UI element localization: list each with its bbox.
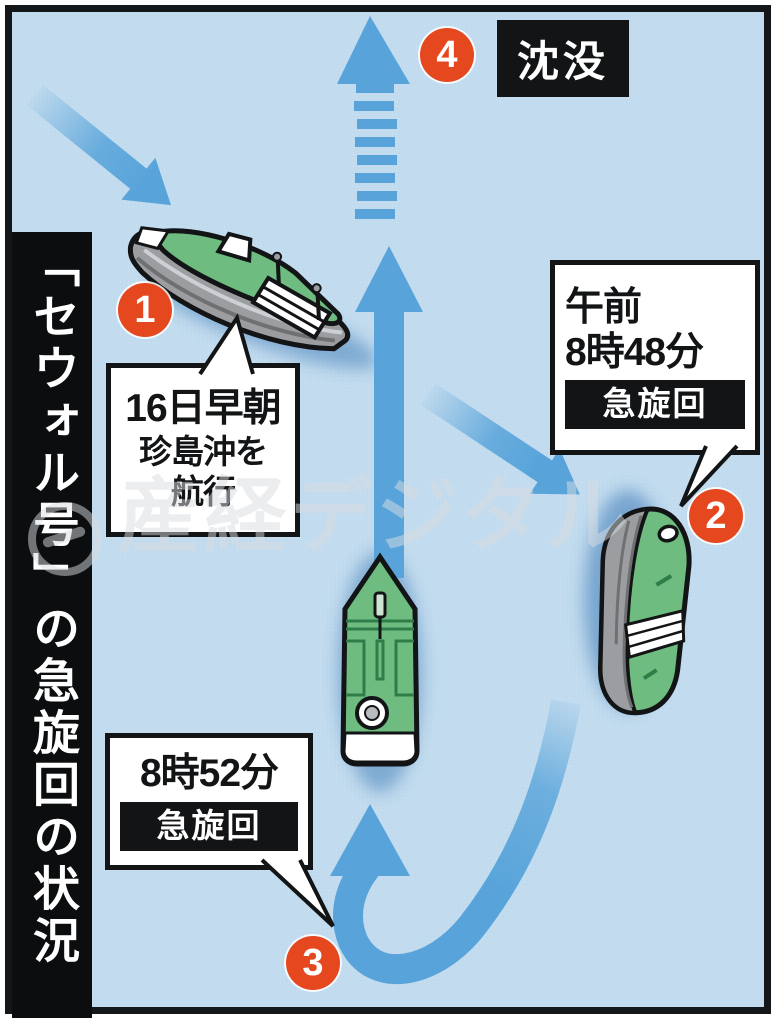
step1-line3: 航行 <box>171 473 236 511</box>
step2-line1: 午前 <box>565 285 642 329</box>
step1-line1: 16日早朝 <box>125 387 281 431</box>
callout-step1: 16日早朝 珍島沖を 航行 <box>106 363 300 537</box>
step-marker-4: 4 <box>420 28 474 82</box>
step3-line1: 8時52分 <box>139 752 279 796</box>
sharp-turn-badge-step3: 急旋回 <box>120 801 298 851</box>
step-marker-2: 2 <box>689 489 743 543</box>
figure-title: 「セウォル号」の急旋回の状況 <box>26 240 79 968</box>
step1-line2: 珍島沖を <box>139 433 268 471</box>
callout-step3: 8時52分 急旋回 <box>105 733 313 870</box>
sinking-label: 沈没 <box>497 20 630 97</box>
step-marker-1: 1 <box>118 283 172 337</box>
sharp-turn-badge-step2: 急旋回 <box>565 380 745 430</box>
figure-title-bar: 「セウォル号」の急旋回の状況 <box>12 232 92 1018</box>
callout-step2: 午前 8時48分 急旋回 <box>550 260 760 455</box>
step2-line2: 8時48分 <box>565 330 704 374</box>
step-marker-3: 3 <box>286 936 340 990</box>
